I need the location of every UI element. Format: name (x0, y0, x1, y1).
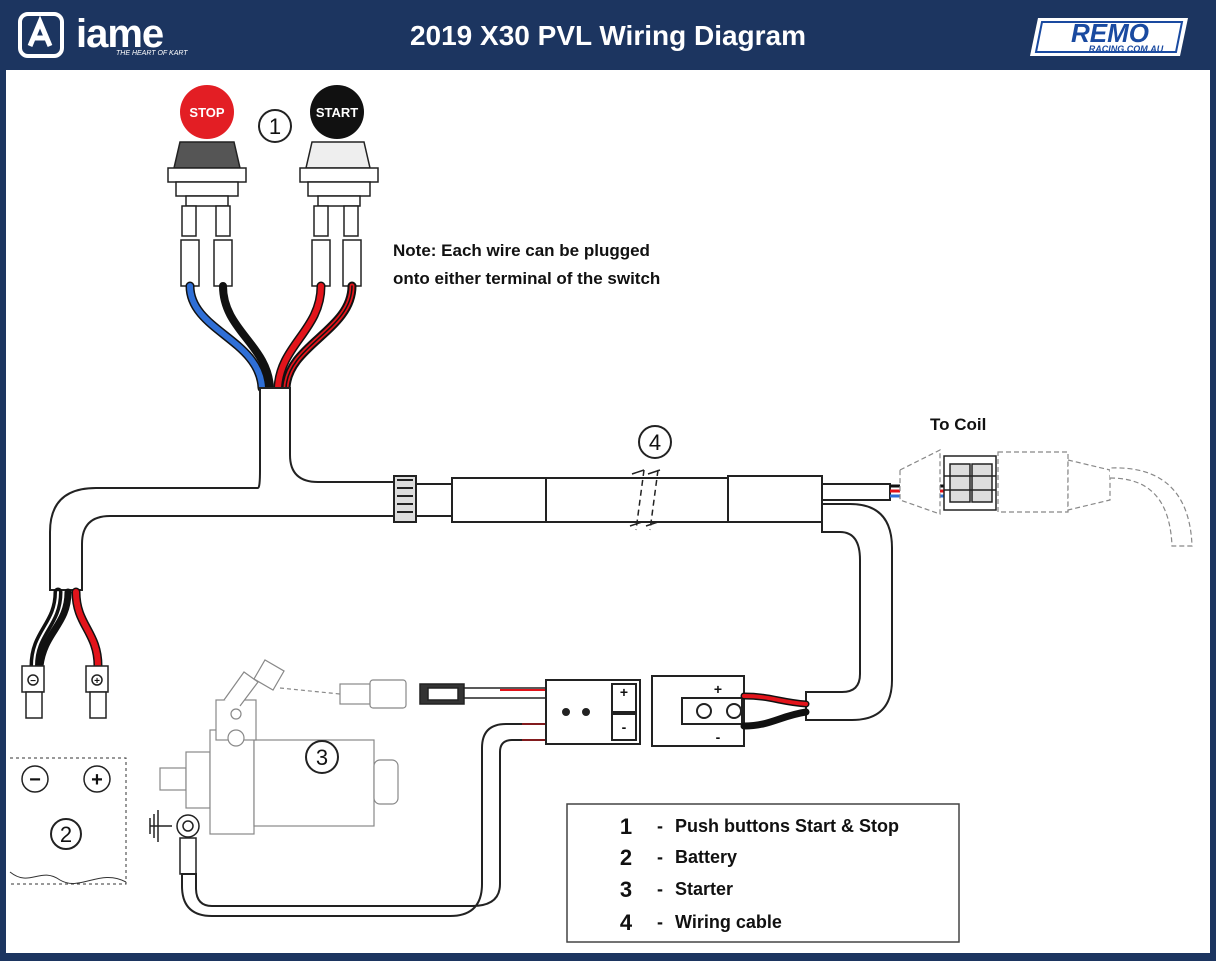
battery-plus-label: + (91, 769, 103, 791)
legend-text-3: Starter (675, 879, 733, 899)
legend-num-2: 2 (620, 845, 632, 870)
start-button (310, 85, 364, 139)
battery (9, 757, 127, 885)
battery-terminals (21, 665, 109, 719)
note-line-2: onto either terminal of the switch (393, 269, 660, 288)
coil-connector (943, 455, 997, 511)
header-bar: iame THE HEART OF KART 2019 X30 PVL Wiri… (0, 0, 1216, 70)
power-connector-left (545, 679, 641, 745)
callout-4-label: 4 (649, 430, 661, 455)
legend-text-4: Wiring cable (675, 912, 782, 932)
starter-signal-wire (419, 683, 549, 705)
legend-text-1: Push buttons Start & Stop (675, 816, 899, 836)
callout-2 (50, 818, 82, 850)
battery-minus-terminal (21, 765, 49, 793)
remo-logo-subtext: RACING.COM.AU (1089, 44, 1164, 54)
start-button-label: START (316, 105, 358, 120)
callout-3-label: 3 (316, 745, 328, 770)
legend-row-1: 1 - Push buttons Start & Stop (620, 814, 899, 839)
ground-icon (149, 810, 200, 875)
iame-logo-text: iame (76, 12, 164, 56)
remo-racing-logo: REMO RACING.COM.AU (1028, 14, 1192, 60)
legend-num-4: 4 (620, 910, 633, 935)
switch-wires (185, 281, 357, 393)
note-line-1: Note: Each wire can be plugged (393, 241, 650, 260)
diagram-panel: STOP START 1 Note: Each wire can b (6, 70, 1210, 953)
battery-plus-terminal (83, 765, 111, 793)
legend-text-2: Battery (675, 847, 737, 867)
remo-logo-text: REMO (1071, 18, 1149, 48)
legend-row-2: 2 - Battery (620, 845, 737, 870)
start-switch (299, 141, 379, 287)
connector-right-plus: + (714, 681, 722, 697)
main-harness (49, 387, 893, 721)
legend-dash-1: - (657, 816, 663, 836)
battery-lead-minus: − (30, 676, 36, 687)
coil-lead (899, 449, 1193, 547)
callout-1 (258, 109, 292, 143)
battery-lead-plus: + (94, 676, 100, 687)
callout-2-label: 2 (60, 822, 72, 847)
legend-row-3: 3 - Starter (620, 877, 733, 902)
starter-motor (159, 659, 407, 835)
wiring-diagram: STOP START 1 Note: Each wire can b (9, 85, 1193, 943)
connector-wires (740, 692, 810, 730)
connector-right-minus: - (716, 729, 721, 745)
iame-logo-tagline: THE HEART OF KART (116, 50, 188, 57)
callout-4 (638, 425, 672, 459)
legend-dash-4: - (657, 912, 663, 932)
stop-button (180, 85, 234, 139)
power-connector-right (651, 675, 745, 747)
battery-lead-wires (29, 587, 103, 671)
connector-left-minus: - (622, 719, 627, 735)
iame-logo: iame THE HEART OF KART (18, 12, 188, 60)
stop-switch (167, 141, 247, 287)
legend-dash-3: - (657, 879, 663, 899)
cable-break-marks (629, 469, 661, 531)
legend-box (566, 803, 960, 943)
legend-dash-2: - (657, 847, 663, 867)
legend-num-1: 1 (620, 814, 632, 839)
battery-minus-label: − (29, 769, 41, 791)
callout-1-label: 1 (269, 114, 281, 139)
callout-3 (305, 740, 339, 774)
legend-row-4: 4 - Wiring cable (620, 910, 782, 935)
to-coil-label: To Coil (930, 415, 986, 434)
page-title: 2019 X30 PVL Wiring Diagram (409, 20, 807, 51)
iame-a-icon (18, 12, 64, 58)
legend-num-3: 3 (620, 877, 632, 902)
connector-left-plus: + (620, 684, 628, 700)
stop-button-label: STOP (189, 105, 224, 120)
